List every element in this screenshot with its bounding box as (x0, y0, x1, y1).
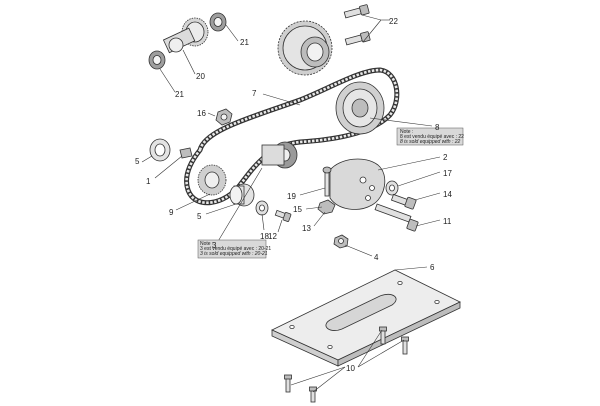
callout-11: 11 (443, 217, 452, 226)
callout-18: 18 (260, 232, 269, 241)
callout-12: 12 (268, 232, 277, 241)
part-16-nut (215, 108, 233, 126)
part-14-bolt (390, 193, 417, 210)
callout-6: 6 (430, 263, 435, 272)
note-box-top: Note : 8 est vendu équipé avec : 22 8 is… (396, 127, 464, 146)
callout-15: 15 (293, 205, 302, 214)
part-4-nut (333, 234, 349, 249)
callout-labels: 22 21 20 21 7 8 16 5 1 9 5 3 18 12 2 17 … (135, 17, 452, 373)
part-19-pin (322, 166, 332, 197)
callout-7: 7 (252, 89, 257, 98)
callout-21-top: 21 (240, 38, 249, 47)
part-2-tensioner-plate (329, 158, 386, 210)
callout-9: 9 (169, 208, 174, 217)
callout-10: 10 (346, 364, 355, 373)
callout-17: 17 (443, 169, 452, 178)
part-3-tensioner-roller (261, 141, 298, 169)
part-20-pulley-shaft (162, 17, 209, 54)
callout-3: 3 (212, 241, 217, 250)
note-bottom-line-fr: 3 est vendu équipé avec : 20-21 (200, 246, 271, 252)
part-11-long-bolt (374, 203, 419, 232)
part-21-bearing-bottom (148, 50, 166, 70)
part-8-sprocket-upper (277, 20, 333, 76)
part-21-bearing-top (209, 12, 227, 32)
part-8-sprocket-engaged (335, 81, 385, 135)
note-top-line-en: 8 is sold equipped with : 22 (400, 139, 461, 145)
note-box-bottom: Note : 3 est vendu équipé avec : 20-21 3… (197, 239, 271, 259)
callout-16: 16 (197, 109, 206, 118)
callout-5-lower: 5 (197, 212, 202, 221)
part-12-bolt (274, 209, 292, 222)
callout-14: 14 (443, 190, 452, 199)
part-6-base-plate (271, 269, 461, 367)
part-22-bolts (343, 4, 371, 46)
note-bottom-title: Note : (200, 241, 213, 247)
callout-13: 13 (302, 224, 311, 233)
callout-20: 20 (196, 72, 205, 81)
callout-22: 22 (389, 17, 398, 26)
part-5-spacer-left (149, 138, 171, 162)
part-10-screws (284, 326, 409, 403)
note-top-line-fr: 8 est vendu équipé avec : 22 (400, 134, 464, 140)
callout-8: 8 (435, 123, 440, 132)
part-18-washer (255, 200, 269, 216)
callout-2: 2 (443, 153, 448, 162)
callout-1: 1 (146, 177, 151, 186)
part-9-sprocket-lower (197, 164, 227, 196)
leader-lines (141, 14, 441, 393)
callout-19: 19 (287, 192, 296, 201)
part-1-key (179, 147, 193, 159)
note-top-title: Note : (400, 129, 413, 135)
callout-21-bottom: 21 (175, 90, 184, 99)
note-bottom-line-en: 3 is sold equipped with : 20-21 (200, 251, 268, 257)
callout-4: 4 (374, 253, 379, 262)
callout-5-left: 5 (135, 157, 140, 166)
part-15-nut (317, 199, 336, 215)
part-17-washer (385, 180, 399, 196)
